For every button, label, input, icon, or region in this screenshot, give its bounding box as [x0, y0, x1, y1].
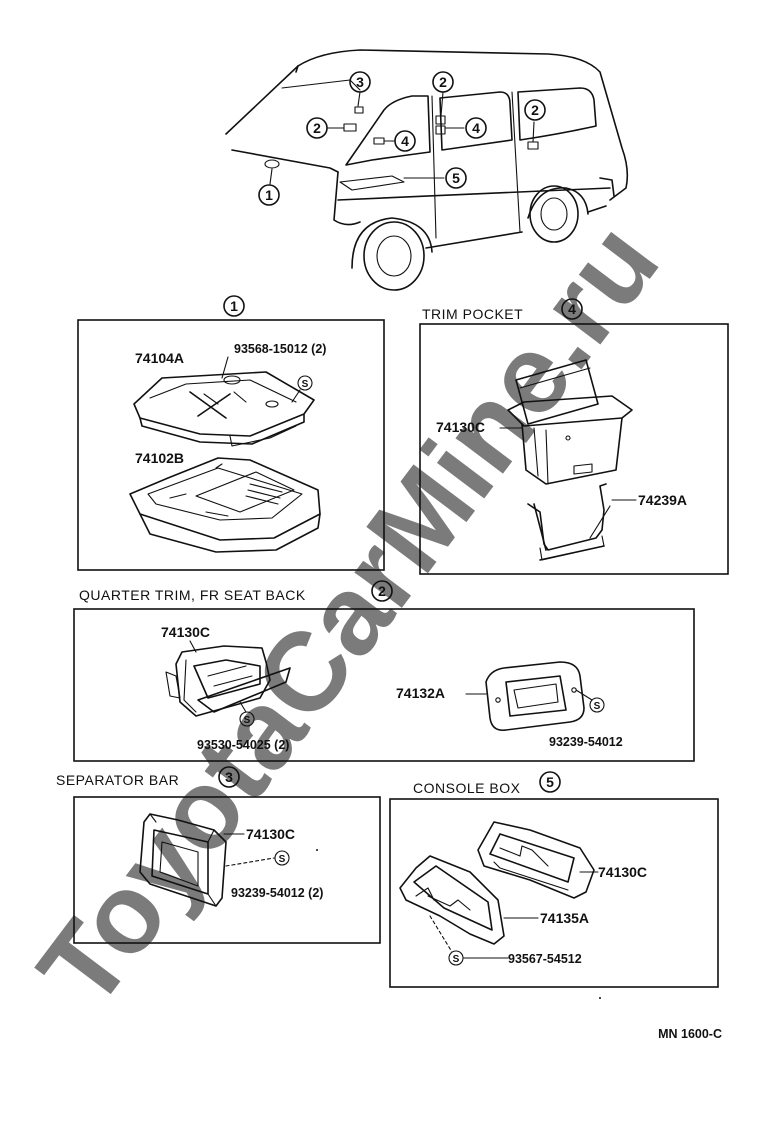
screw-symbol: S [274, 850, 290, 866]
screw-symbol-text: S [453, 954, 460, 965]
callout-4b: 4 [465, 117, 487, 139]
mark-trim-pocket-4b [435, 125, 446, 135]
callout-label: 5 [452, 170, 460, 186]
van-outline [225, 49, 629, 291]
panel-2: QUARTER TRIM, FR SEAT BACK 2 74130C 7413 [73, 580, 695, 762]
screw-symbol: S [448, 950, 464, 966]
callout-label: 2 [313, 120, 321, 136]
part-label-74130c: 74130C [436, 419, 485, 435]
mark-separator-3 [354, 106, 364, 114]
callout-2b: 2 [432, 71, 454, 93]
panel-number: 1 [230, 298, 238, 314]
part-label-74239a: 74239A [638, 492, 687, 508]
part-label-74135a: 74135A [540, 910, 589, 926]
mark-trim-pocket-4a [373, 137, 385, 145]
panel-number: 2 [378, 583, 386, 599]
mark-quarter-trim-2c [527, 141, 539, 150]
mark-console-1 [264, 159, 280, 169]
screw-label-93568: 93568-15012 (2) [234, 342, 326, 356]
part-74102b-drawing [129, 457, 321, 553]
callout-label: 2 [531, 102, 539, 118]
panel-3-frame [73, 796, 381, 944]
panel-number: 4 [568, 301, 576, 317]
part-74130c-quarter-drawing [165, 645, 291, 717]
callout-label: 4 [472, 120, 480, 136]
callout-label: 4 [401, 133, 409, 149]
panel-2-title: QUARTER TRIM, FR SEAT BACK [79, 587, 306, 603]
panel-5-title: CONSOLE BOX [413, 780, 521, 796]
panel-4-frame [419, 323, 729, 575]
panel-4-title: TRIM POCKET [422, 306, 523, 322]
panel-2-frame [73, 608, 695, 762]
part-label-74102b: 74102B [135, 450, 184, 466]
screw-symbol-text: S [244, 715, 251, 726]
screw-label-93239: 93239-54012 [549, 735, 623, 749]
callout-label: 2 [439, 74, 447, 90]
part-label-74130c: 74130C [598, 864, 647, 880]
callout-2c: 2 [524, 99, 546, 121]
callout-label: 1 [265, 187, 273, 203]
part-74239a-bracket-drawing [527, 483, 611, 561]
watermark: ToyotaCarMine.ru [14, 200, 682, 1029]
panel-4: TRIM POCKET 4 74130C 74239A [419, 298, 729, 575]
stray-dot [599, 997, 601, 999]
screw-symbol-text: S [279, 854, 286, 865]
part-74130c-console-drawing [477, 821, 595, 899]
screw-symbol-text: S [594, 701, 601, 712]
callout-2a: 2 [306, 117, 328, 139]
callout-5: 5 [445, 167, 467, 189]
vehicle-overview: 3 2 4 2 4 2 1 5 [225, 49, 629, 291]
screw-label-93239: 93239-54012 (2) [231, 886, 323, 900]
panel-2-number: 2 [371, 580, 393, 602]
panel-3-number: 3 [218, 766, 240, 788]
part-74130c-pocket-drawing [507, 359, 633, 485]
panel-5-number: 5 [539, 771, 561, 793]
callout-3: 3 [349, 71, 371, 93]
screw-symbol-a: S [239, 711, 255, 727]
panel-5-frame [389, 798, 719, 988]
mark-quarter-trim-2a [343, 123, 357, 132]
panel-3-title: SEPARATOR BAR [56, 772, 179, 788]
stray-dot [316, 849, 318, 851]
part-74130c-separator-drawing [139, 813, 227, 907]
panel-5: CONSOLE BOX 5 74130C 74135A S 935 [389, 771, 719, 999]
panel-1: 1 74104A 74102B 93568-15012 (2) [77, 295, 385, 571]
callout-label: 3 [356, 74, 364, 90]
part-label-74130c: 74130C [246, 826, 295, 842]
screw-symbol: S [297, 375, 313, 391]
panel-number: 5 [546, 774, 554, 790]
panel-3: SEPARATOR BAR 3 74130C S 93239-54012 (2) [56, 766, 381, 944]
panel-1-frame [77, 319, 385, 571]
screw-label-93530: 93530-54025 (2) [197, 738, 289, 752]
callout-4a: 4 [394, 130, 416, 152]
figure-code: MN 1600-C [658, 1027, 722, 1041]
part-label-74130c: 74130C [161, 624, 210, 640]
part-74104a-drawing [133, 371, 315, 447]
callout-1: 1 [258, 184, 280, 206]
screw-symbol-text: S [302, 379, 309, 390]
panel-number: 3 [225, 769, 233, 785]
screw-symbol-b: S [589, 697, 605, 713]
screw-label-93567: 93567-54512 [508, 952, 582, 966]
part-label-74104a: 74104A [135, 350, 184, 366]
panel-4-number: 4 [561, 298, 583, 320]
panel-1-number: 1 [223, 295, 245, 317]
part-74135a-console-drawing [399, 855, 505, 945]
part-74132a-bezel-drawing [485, 661, 585, 732]
part-label-74132a: 74132A [396, 685, 445, 701]
